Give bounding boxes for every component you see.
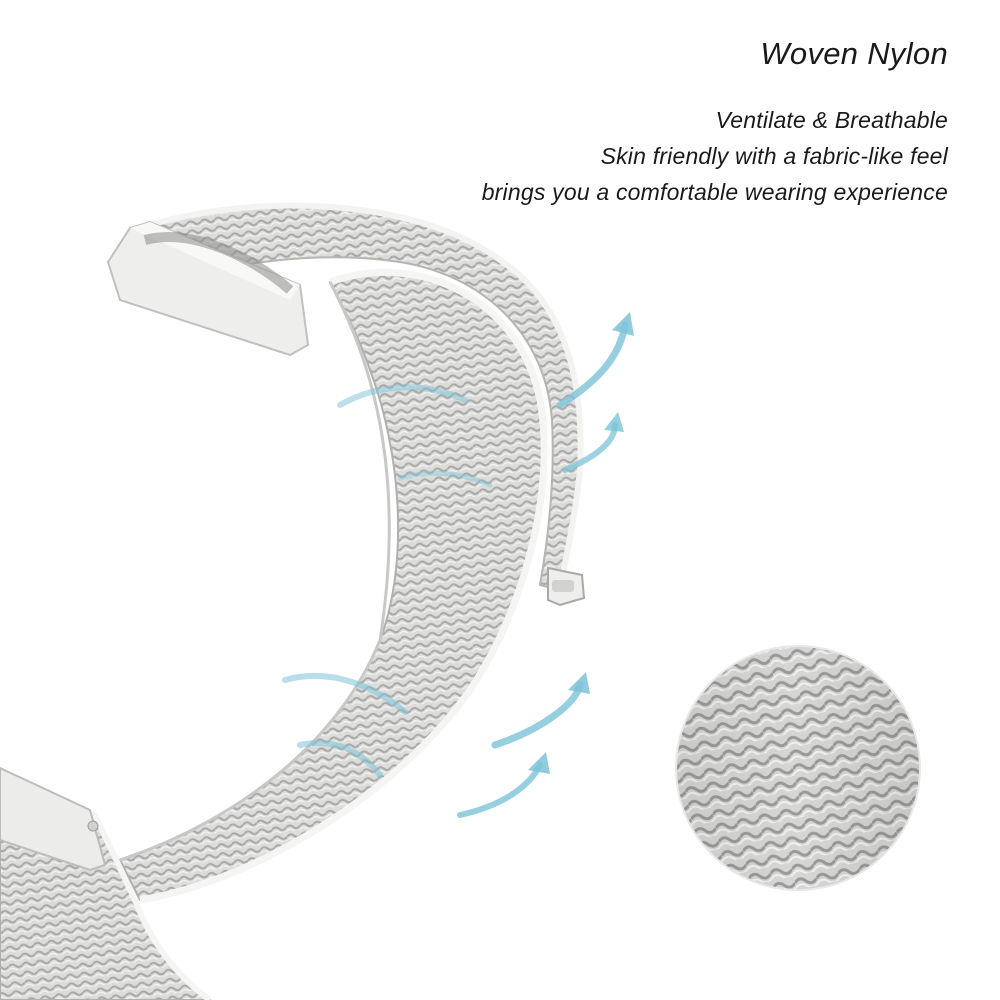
band-inner-face bbox=[118, 268, 548, 904]
feature-line-3: brings you a comfortable wearing experie… bbox=[481, 179, 948, 205]
arrowhead-icon bbox=[528, 752, 550, 774]
airflow-arrow-icon bbox=[491, 681, 584, 749]
airflow-arrow-icon bbox=[457, 762, 543, 818]
arrowhead-icon bbox=[604, 412, 624, 432]
airflow-arrowheads bbox=[528, 312, 634, 774]
airflow-arrow-icon bbox=[556, 321, 629, 409]
feature-line-2: Skin friendly with a fabric-like feel bbox=[600, 143, 948, 169]
fabric-zoom-circle bbox=[675, 645, 921, 891]
top-connector-lug bbox=[106, 220, 310, 357]
arrowhead-icon bbox=[612, 312, 634, 336]
bottom-connector-lug bbox=[0, 766, 107, 872]
product-copy-block: Woven Nylon Ventilate & Breathable Skin … bbox=[482, 30, 948, 210]
feature-line-1: Ventilate & Breathable bbox=[715, 107, 948, 133]
buckle-slot bbox=[547, 566, 586, 607]
airflow-wave-icon bbox=[397, 470, 493, 488]
arrowhead-icon bbox=[568, 672, 590, 694]
airflow-wave-icon bbox=[337, 384, 468, 408]
airflow-wave-icon bbox=[297, 740, 383, 778]
airflow-wave-icon bbox=[282, 673, 408, 715]
headline: Woven Nylon bbox=[760, 36, 948, 71]
